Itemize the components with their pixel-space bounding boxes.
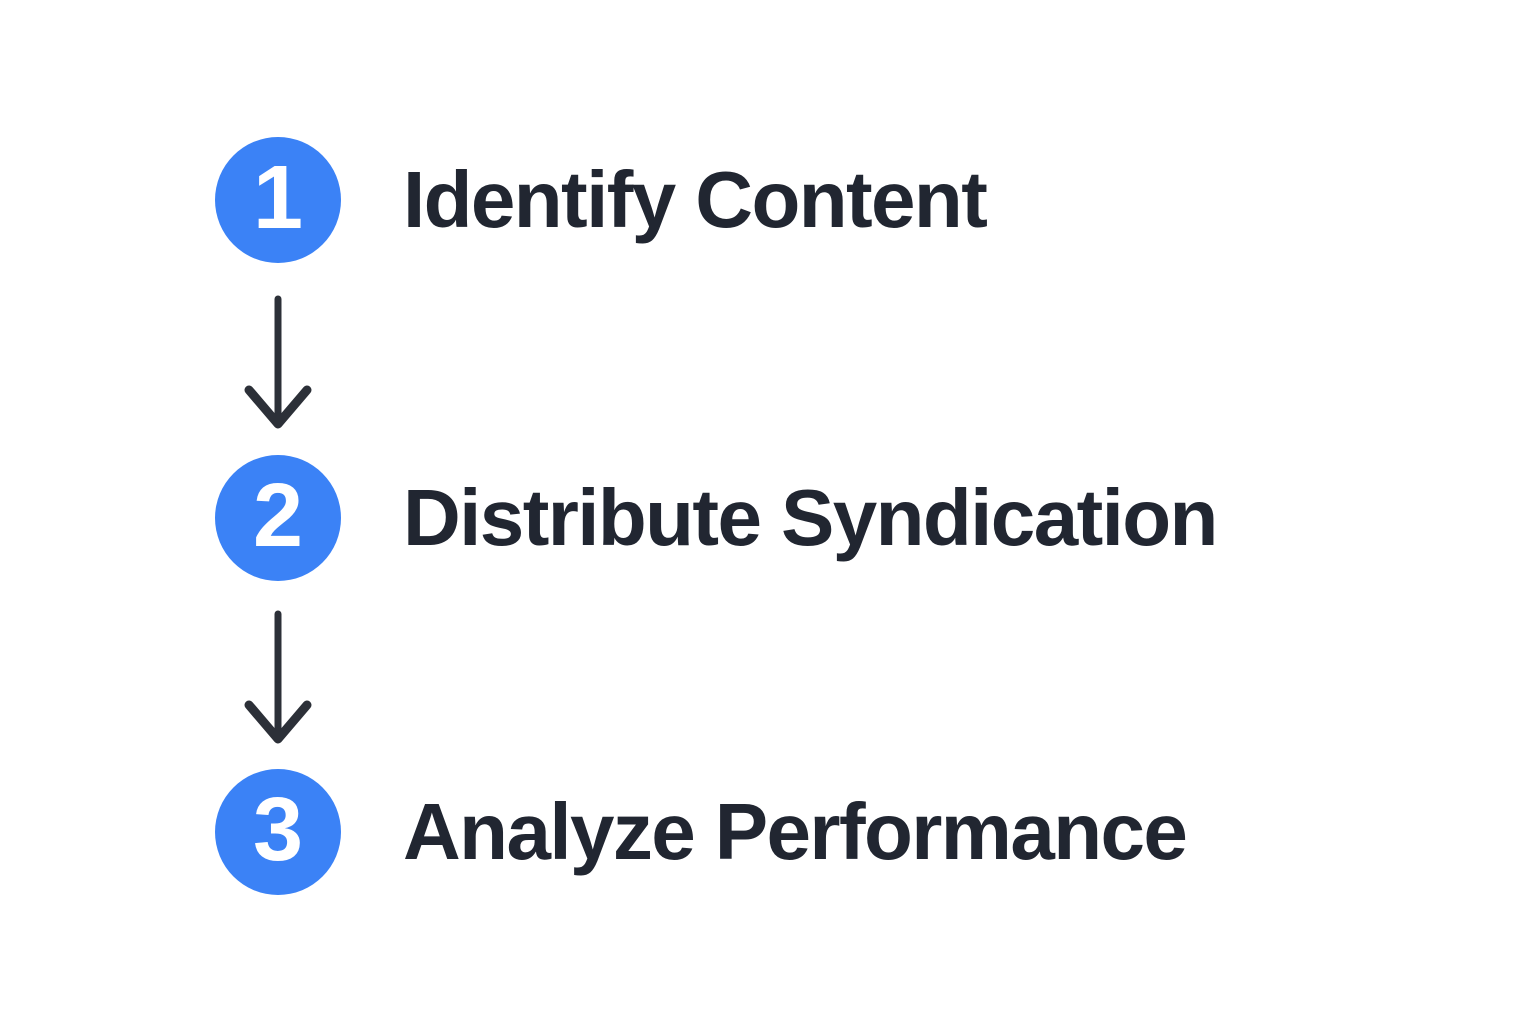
arrow-down-icon — [243, 608, 313, 748]
step-3-badge: 3 — [215, 769, 341, 895]
step-2-label: Distribute Syndication — [403, 473, 1218, 562]
step-2-number: 2 — [252, 466, 304, 566]
arrow-down-icon — [243, 293, 313, 433]
step-3-label: Analyze Performance — [403, 787, 1188, 876]
step-item-3: 3 Analyze Performance — [215, 769, 1188, 895]
step-3-number: 3 — [252, 780, 304, 880]
step-2-badge: 2 — [215, 455, 341, 581]
step-1-number: 1 — [252, 148, 304, 248]
step-item-2: 2 Distribute Syndication — [215, 455, 1218, 581]
step-item-1: 1 Identify Content — [215, 137, 988, 263]
step-1-label: Identify Content — [403, 155, 988, 244]
step-1-badge: 1 — [215, 137, 341, 263]
